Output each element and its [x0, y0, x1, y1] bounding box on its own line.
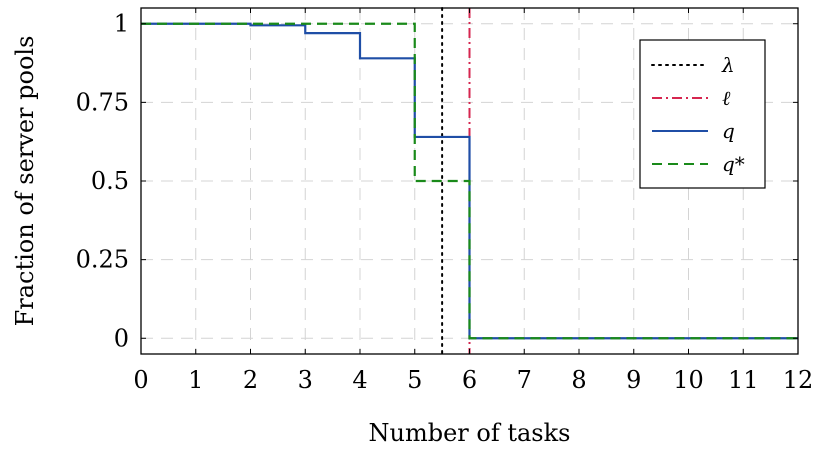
x-tick-label: 2 [243, 366, 258, 394]
series-group [141, 22, 798, 340]
x-tick-label: 3 [298, 366, 313, 394]
y-tick-label: 0.5 [91, 167, 129, 195]
legend: λℓq q* [639, 39, 766, 189]
y-tick-label: 0 [114, 324, 129, 352]
x-tick-label: 4 [352, 366, 367, 394]
legend-label: λ [721, 53, 735, 77]
y-tick-label: 1 [114, 10, 129, 38]
x-tick-label: 11 [728, 366, 759, 394]
legend-label: ℓ [722, 86, 731, 110]
x-tick-label: 9 [626, 366, 641, 394]
x-tick-label: 12 [783, 366, 814, 394]
y-axis-label: Fraction of server pools [11, 36, 39, 327]
x-tick-label: 0 [133, 366, 148, 394]
series-line [141, 22, 798, 340]
legend-label: q* [722, 152, 745, 176]
x-tick-label: 1 [188, 366, 203, 394]
x-tick-label: 10 [673, 366, 704, 394]
legend-label: q [722, 119, 735, 143]
y-tick-label: 0.75 [76, 88, 129, 116]
x-tick-label: 5 [407, 366, 422, 394]
x-tick-label: 8 [571, 366, 586, 394]
y-tick-label: 0.25 [76, 246, 129, 274]
legend-box [639, 39, 766, 189]
x-tick-label: 7 [517, 366, 532, 394]
x-axis-label: Number of tasks [369, 419, 571, 447]
x-tick-label: 6 [462, 366, 477, 394]
